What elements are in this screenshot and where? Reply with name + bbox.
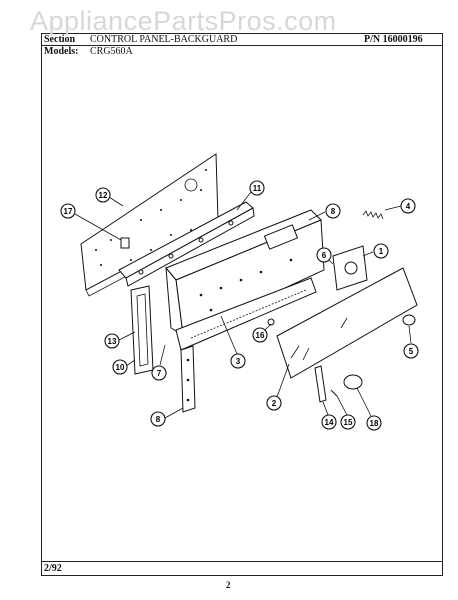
callout-c8b: 8 bbox=[156, 415, 161, 424]
header-divider bbox=[41, 45, 442, 46]
callout-c17: 17 bbox=[64, 207, 73, 216]
models-value: CRG560A bbox=[90, 46, 133, 57]
section-label: Section bbox=[44, 34, 76, 45]
callout-c14: 14 bbox=[325, 418, 334, 427]
callout-c4: 4 bbox=[406, 202, 411, 211]
spring-part bbox=[362, 210, 384, 220]
callouts: 12 11 17 8 4 6 1 13 7 10 3 16 bbox=[60, 180, 419, 431]
models-label: Models: bbox=[44, 46, 79, 57]
callout-c10: 10 bbox=[116, 363, 125, 372]
callout-c5: 5 bbox=[409, 347, 414, 356]
part-number: P/N 16000196 bbox=[364, 34, 423, 45]
watermark-text: AppliancePartsPros.com bbox=[30, 6, 337, 36]
switch-part bbox=[267, 318, 363, 403]
support-bracket-part bbox=[118, 201, 255, 287]
heat-shield-part bbox=[175, 277, 317, 351]
clock-timer-part bbox=[332, 245, 368, 291]
revision-date: 2/92 bbox=[44, 563, 62, 574]
callout-c15: 15 bbox=[344, 418, 353, 427]
front-control-panel-part bbox=[276, 267, 418, 379]
lower-bracket-part bbox=[180, 345, 196, 413]
callout-c3: 3 bbox=[236, 357, 241, 366]
diagram-frame bbox=[41, 33, 443, 576]
callout-c1: 1 bbox=[379, 247, 384, 256]
section-value: CONTROL PANEL-BACKGUARD bbox=[90, 34, 238, 45]
callout-c2: 2 bbox=[272, 399, 277, 408]
callout-c16: 16 bbox=[256, 331, 265, 340]
callout-c18: 18 bbox=[370, 419, 379, 428]
callout-c6: 6 bbox=[322, 251, 327, 260]
knob-part bbox=[402, 314, 416, 326]
callout-c13: 13 bbox=[108, 337, 117, 346]
callout-c7: 7 bbox=[157, 369, 162, 378]
callout-c8a: 8 bbox=[331, 207, 336, 216]
callout-c11: 11 bbox=[253, 184, 262, 193]
callout-c12a: 12 bbox=[99, 191, 108, 200]
page-number: 2 bbox=[226, 580, 231, 590]
footer-divider bbox=[41, 561, 442, 562]
control-housing-part bbox=[165, 209, 325, 336]
exploded-parts-diagram: 12 11 17 8 4 6 1 13 7 10 3 16 bbox=[60, 153, 419, 431]
